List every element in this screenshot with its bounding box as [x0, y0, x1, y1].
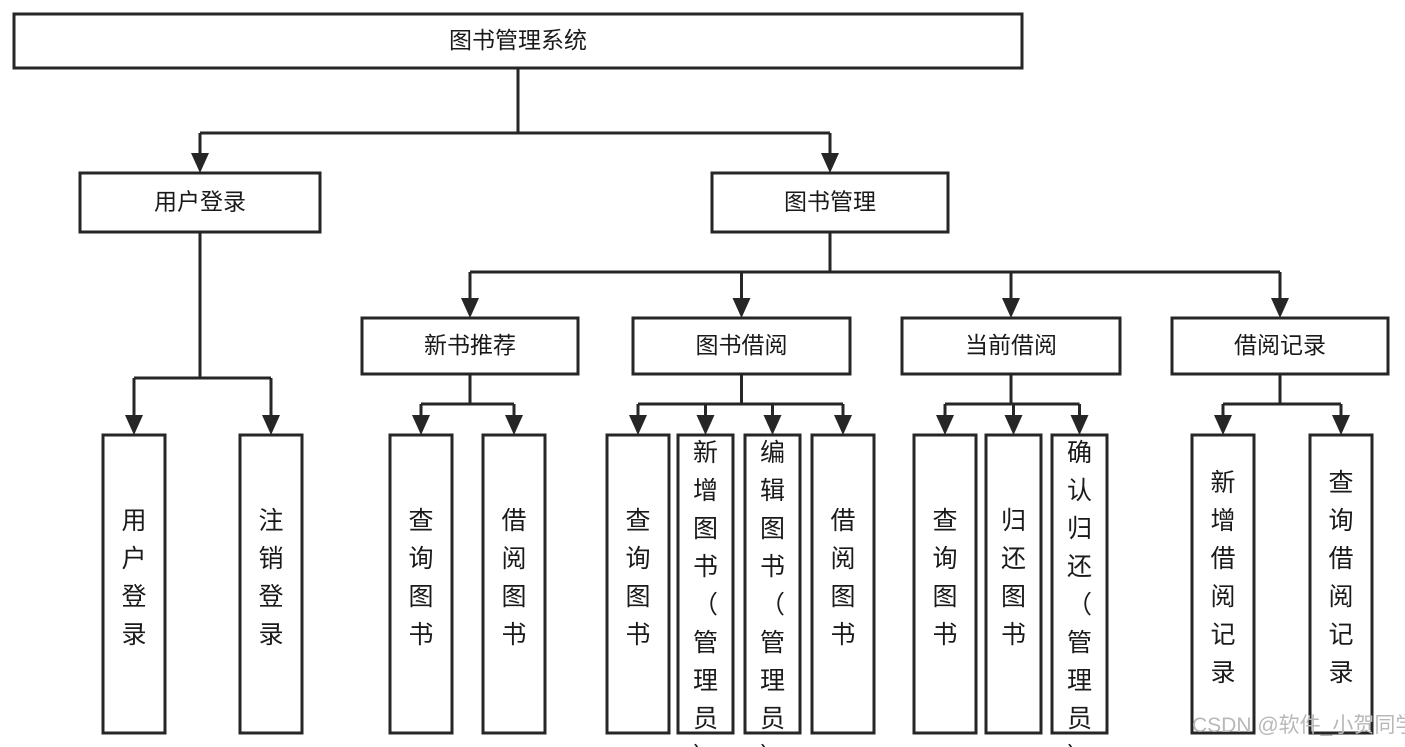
arrowhead: [1004, 415, 1023, 435]
node-box-new-book-recommend: [360, 316, 580, 376]
arrowhead: [1214, 415, 1232, 435]
connector-layer: [125, 68, 1350, 435]
node-new-book-recommend[interactable]: 新书推荐: [360, 316, 580, 376]
node-box-leaf-query-book-borrow: [605, 433, 671, 735]
node-leaf-user-login[interactable]: 用户登录: [101, 433, 167, 735]
arrowhead: [1070, 415, 1089, 435]
node-box-leaf-add-book-admin: [676, 433, 735, 735]
node-label-book-borrow: 图书借阅: [696, 332, 788, 358]
node-box-current-borrow: [900, 316, 1122, 376]
node-box-leaf-return-book: [984, 433, 1043, 735]
node-box-leaf-query-book-current: [912, 433, 978, 735]
node-current-borrow[interactable]: 当前借阅: [900, 316, 1122, 376]
arrowhead: [412, 415, 430, 435]
node-box-book-management: [710, 171, 950, 234]
node-leaf-user-logout[interactable]: 注销登录: [238, 433, 304, 735]
node-box-leaf-user-login: [101, 433, 167, 735]
node-label-leaf-add-book-admin: 新增图书（管理员）: [693, 439, 718, 747]
node-leaf-borrow-book[interactable]: 借阅图书: [810, 433, 876, 735]
node-box-root: [12, 12, 1024, 70]
arrowhead: [821, 153, 839, 173]
node-label-borrow-record: 借阅记录: [1234, 332, 1326, 358]
node-leaf-query-borrow-record[interactable]: 查询借阅记录: [1308, 433, 1374, 735]
node-label-leaf-user-logout: 注销登录: [258, 507, 283, 649]
node-label-leaf-edit-book-admin: 编辑图书（管理员）: [760, 439, 785, 747]
node-label-leaf-add-borrow-record: 新增借阅记录: [1210, 469, 1235, 687]
node-box-leaf-user-logout: [238, 433, 304, 735]
node-book-management[interactable]: 图书管理: [710, 171, 950, 234]
node-box-leaf-query-borrow-record: [1308, 433, 1374, 735]
node-label-leaf-borrow-book: 借阅图书: [830, 507, 855, 649]
node-box-leaf-query-book-recommend: [388, 433, 454, 735]
node-leaf-add-borrow-record[interactable]: 新增借阅记录: [1190, 433, 1256, 735]
node-box-leaf-borrow-book: [810, 433, 876, 735]
node-label-root: 图书管理系统: [449, 27, 587, 53]
node-leaf-query-book-current[interactable]: 查询图书: [912, 433, 978, 735]
arrowhead: [125, 415, 143, 435]
node-leaf-return-book[interactable]: 归还图书: [984, 433, 1043, 735]
arrowhead: [191, 153, 209, 173]
node-book-borrow[interactable]: 图书借阅: [631, 316, 852, 376]
node-layer: 图书管理系统用户登录图书管理新书推荐图书借阅当前借阅借阅记录用户登录注销登录查询…: [12, 12, 1390, 747]
node-leaf-query-book-borrow[interactable]: 查询图书: [605, 433, 671, 735]
node-label-leaf-query-book-borrow: 查询图书: [625, 507, 650, 649]
node-user-login[interactable]: 用户登录: [78, 171, 322, 234]
arrowhead: [696, 415, 715, 435]
node-box-user-login: [78, 171, 322, 234]
node-label-leaf-user-login: 用户登录: [121, 507, 146, 649]
node-label-current-borrow: 当前借阅: [965, 332, 1057, 358]
node-box-leaf-borrow-book-recommend: [481, 433, 547, 735]
node-leaf-add-book-admin[interactable]: 新增图书（管理员）: [676, 433, 735, 747]
node-label-leaf-return-book: 归还图书: [1001, 507, 1026, 649]
node-leaf-edit-book-admin[interactable]: 编辑图书（管理员）: [743, 433, 802, 747]
node-box-book-borrow: [631, 316, 852, 376]
node-box-leaf-edit-book-admin: [743, 433, 802, 735]
node-label-leaf-query-book-current: 查询图书: [932, 507, 957, 649]
arrowhead: [1271, 298, 1289, 318]
arrowhead: [834, 415, 852, 435]
node-leaf-borrow-book-recommend[interactable]: 借阅图书: [481, 433, 547, 735]
node-label-book-management: 图书管理: [784, 189, 876, 215]
csdn-watermark: CSDN @软件_小贺同学: [1192, 714, 1405, 737]
arrowhead: [1002, 298, 1020, 318]
node-box-borrow-record: [1170, 316, 1390, 376]
arrowhead: [505, 415, 523, 435]
arrowhead: [1332, 415, 1350, 435]
arrowhead: [262, 415, 280, 435]
node-label-leaf-query-borrow-record: 查询借阅记录: [1328, 469, 1353, 687]
node-box-leaf-confirm-return-admin: [1050, 433, 1109, 735]
node-label-leaf-confirm-return-admin: 确认归还（管理员）: [1067, 439, 1092, 747]
node-label-new-book-recommend: 新书推荐: [424, 332, 516, 358]
node-root[interactable]: 图书管理系统: [12, 12, 1024, 70]
arrowhead: [461, 298, 479, 318]
arrowhead: [629, 415, 647, 435]
node-borrow-record[interactable]: 借阅记录: [1170, 316, 1390, 376]
arrowhead: [732, 298, 751, 318]
node-label-user-login: 用户登录: [154, 189, 246, 215]
arrowhead: [763, 415, 782, 435]
node-leaf-query-book-recommend[interactable]: 查询图书: [388, 433, 454, 735]
node-box-leaf-add-borrow-record: [1190, 433, 1256, 735]
node-label-leaf-query-book-recommend: 查询图书: [408, 507, 433, 649]
node-leaf-confirm-return-admin[interactable]: 确认归还（管理员）: [1050, 433, 1109, 747]
arrowhead: [936, 415, 954, 435]
node-label-leaf-borrow-book-recommend: 借阅图书: [501, 507, 526, 649]
